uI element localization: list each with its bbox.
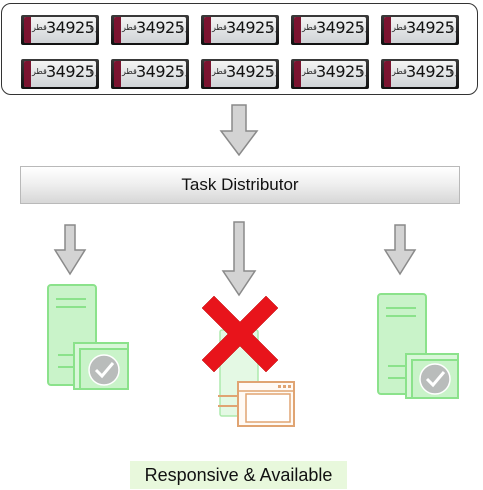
arrow-down-icon [383, 224, 417, 276]
license-plate: قطر349253 [111, 59, 189, 89]
plate-arabic-text: قطر [32, 23, 47, 32]
plate-flag-icon [204, 61, 211, 87]
license-plate: قطر349253 [291, 59, 369, 89]
plate-flag-icon [384, 61, 391, 87]
plate-dot-icon [450, 27, 453, 30]
cross-icon [201, 295, 279, 373]
arrow-down-icon [221, 221, 257, 297]
plate-flag-icon [384, 17, 391, 43]
plate-face: قطر349253 [294, 61, 366, 87]
plate-number: 349253 [46, 18, 96, 37]
plate-number: 349253 [136, 18, 186, 37]
plate-flag-icon [204, 17, 211, 43]
plate-dot-icon [90, 71, 93, 74]
plate-face: قطر349253 [114, 61, 186, 87]
plate-arabic-text: قطر [302, 23, 317, 32]
plate-face: قطر349253 [114, 17, 186, 43]
plate-face: قطر349253 [384, 61, 456, 87]
plate-dot-icon [360, 27, 363, 30]
check-icon [419, 363, 451, 395]
plate-dot-icon [360, 71, 363, 74]
plate-dot-icon [270, 27, 273, 30]
plate-face: قطر349253 [204, 17, 276, 43]
plate-flag-icon [294, 17, 301, 43]
license-plate: قطر349253 [291, 15, 369, 45]
plate-arabic-text: قطر [392, 23, 407, 32]
license-plate: قطر349253 [21, 59, 99, 89]
plate-dot-icon [180, 27, 183, 30]
plate-arabic-text: قطر [122, 67, 137, 76]
plate-dot-icon [90, 27, 93, 30]
caption-text: Responsive & Available [144, 464, 333, 485]
plate-arabic-text: قطر [212, 67, 227, 76]
license-plate: قطر349253 [201, 59, 279, 89]
plate-number: 349253 [226, 62, 276, 81]
arrow-down-icon [219, 104, 259, 156]
plate-arabic-text: قطر [32, 67, 47, 76]
license-plate: قطر349253 [111, 15, 189, 45]
server-failed-middle [201, 295, 295, 427]
plate-face: قطر349253 [204, 61, 276, 87]
server-available-left [47, 284, 129, 390]
plate-arabic-text: قطر [212, 23, 227, 32]
plate-arabic-text: قطر [302, 67, 317, 76]
server-available-right [377, 293, 459, 399]
plate-number: 349253 [46, 62, 96, 81]
plate-number: 349253 [316, 18, 366, 37]
plate-number: 349253 [406, 18, 456, 37]
plate-dot-icon [270, 71, 273, 74]
license-plates-panel: قطر349253قطر349253قطر349253قطر349253قطر3… [1, 3, 478, 95]
check-icon [88, 354, 120, 386]
plate-flag-icon [114, 17, 121, 43]
plate-flag-icon [24, 17, 31, 43]
task-distributor: Task Distributor [20, 166, 460, 204]
plate-number: 349253 [406, 62, 456, 81]
license-plate: قطر349253 [21, 15, 99, 45]
plate-arabic-text: قطر [122, 23, 137, 32]
plate-dot-icon [450, 71, 453, 74]
plate-dot-icon [180, 71, 183, 74]
plate-number: 349253 [316, 62, 366, 81]
plate-face: قطر349253 [294, 17, 366, 43]
license-plate: قطر349253 [381, 59, 459, 89]
plate-number: 349253 [226, 18, 276, 37]
plate-arabic-text: قطر [392, 67, 407, 76]
plate-number: 349253 [136, 62, 186, 81]
plate-flag-icon [114, 61, 121, 87]
caption: Responsive & Available [130, 461, 347, 489]
license-plate: قطر349253 [381, 15, 459, 45]
arrow-down-icon [53, 224, 87, 276]
license-plate: قطر349253 [201, 15, 279, 45]
task-distributor-label: Task Distributor [181, 175, 299, 194]
plate-flag-icon [24, 61, 31, 87]
plate-face: قطر349253 [384, 17, 456, 43]
plate-flag-icon [294, 61, 301, 87]
plate-face: قطر349253 [24, 17, 96, 43]
plate-face: قطر349253 [24, 61, 96, 87]
